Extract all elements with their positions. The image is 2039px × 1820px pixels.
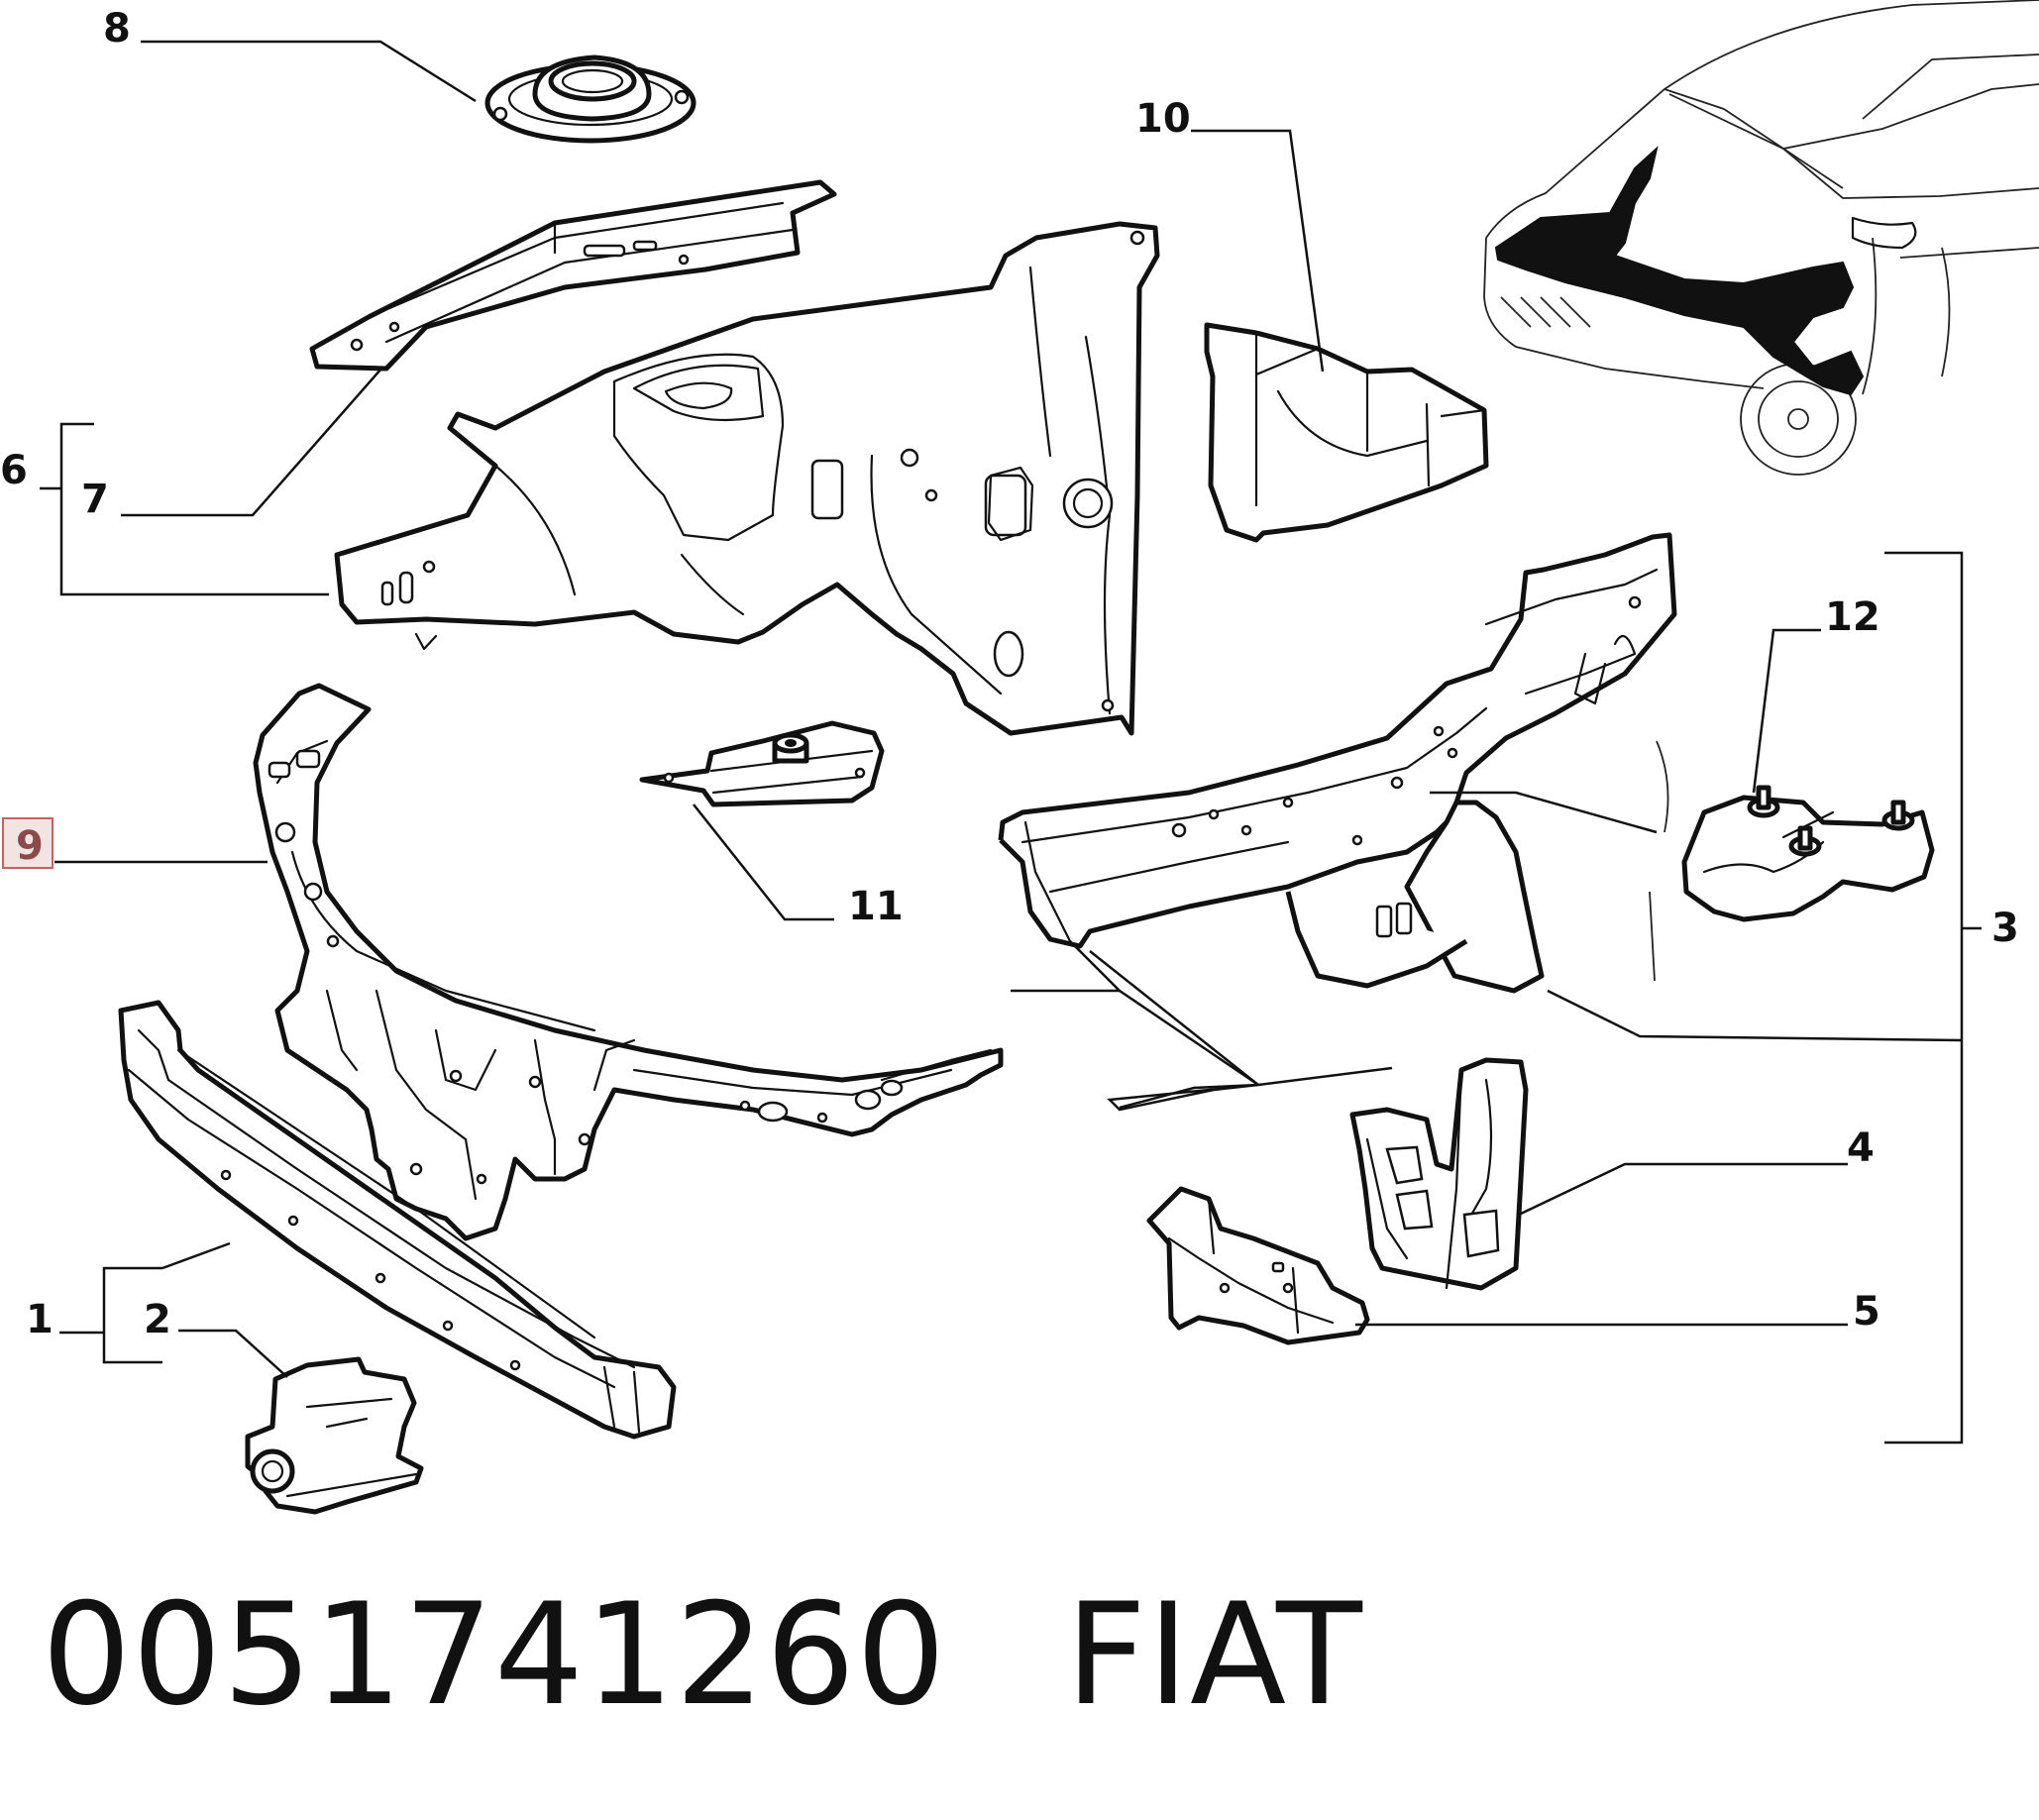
label-12: 12: [1825, 594, 1880, 640]
brand-name: FIAT: [1065, 1572, 1363, 1737]
label-10: 10: [1135, 96, 1191, 142]
part-2-bumper-bracket: [245, 1356, 424, 1515]
part-4-gusset: [1349, 1057, 1529, 1291]
label-6: 6: [0, 448, 28, 493]
part-number: 0051741260: [42, 1572, 947, 1737]
part-7-upper-rail: [309, 179, 837, 372]
part-1-bumper-reinforcement: [118, 1000, 677, 1440]
callout-labels: 9 8 10 6 7 12 11 3 4 5 1 2: [0, 6, 2019, 1342]
vehicle-location-view: [1483, 0, 2039, 476]
part-6-wheelhouse-panel: [334, 221, 1160, 736]
leader-lines: [40, 40, 1982, 1445]
label-1: 1: [26, 1297, 54, 1342]
part-3-longitudinal-member: [998, 532, 1677, 994]
part-5-lower-bracket: [1146, 1186, 1370, 1345]
label-4: 4: [1847, 1125, 1875, 1171]
label-7: 7: [81, 477, 109, 522]
label-9: 9: [16, 823, 44, 869]
part-12-engine-mount: [1681, 785, 1935, 922]
part-8-grommet: [484, 54, 697, 144]
part-10-bracket: [1204, 322, 1489, 543]
label-11: 11: [848, 884, 904, 929]
label-3: 3: [1991, 906, 2019, 951]
label-5: 5: [1853, 1289, 1880, 1335]
label-2: 2: [144, 1297, 171, 1342]
part-9-front-crossmember: [253, 683, 1004, 1241]
part-11-small-bracket: [639, 720, 885, 807]
label-8: 8: [103, 6, 131, 52]
highlight-box-9: [2, 817, 54, 869]
part-caption: 0051741260 FIAT: [42, 1572, 1363, 1737]
